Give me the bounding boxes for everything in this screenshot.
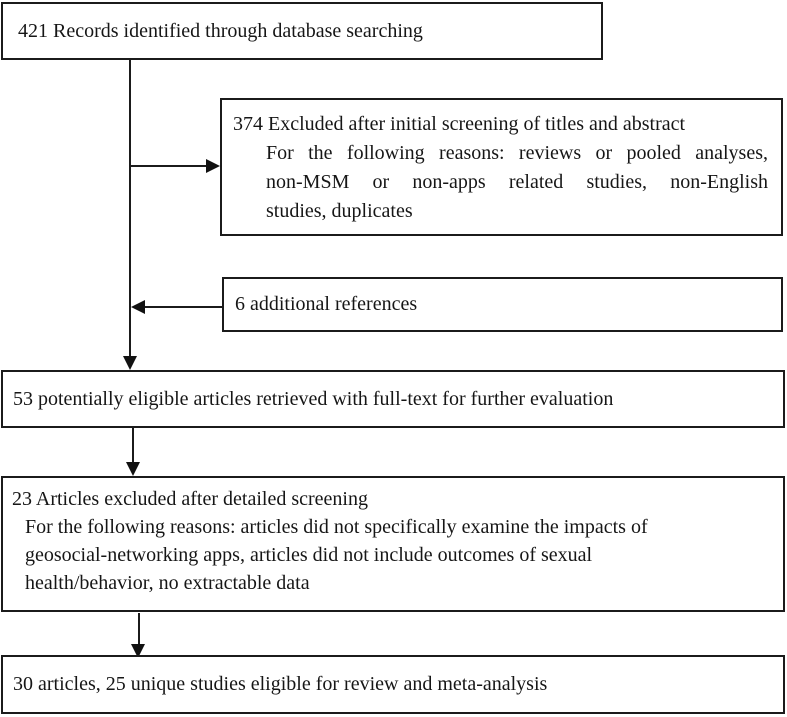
excluded-initial-box: 374 Excluded after initial screening of … [220,98,783,236]
reason-line: health/behavior, no extractable data [25,572,310,594]
arrowhead-into-fulltext-box [123,356,137,370]
records-identified-text: 421 Records identified through database … [18,19,423,42]
reason-line: non-MSM or non-apps related studies, non… [266,171,768,193]
flow-line-fulltext-to-excluded-detailed [132,428,134,462]
flow-line-additional-refs [144,306,222,308]
final-included-box: 30 articles, 25 unique studies eligible … [1,655,785,714]
fulltext-eligible-box: 53 potentially eligible articles retriev… [1,370,785,428]
excluded-initial-reasons: For the following reasons: reviews or po… [266,139,768,226]
additional-references-box: 6 additional references [222,277,783,332]
excluded-detailed-title: 23 Articles excluded after detailed scre… [12,488,368,510]
records-identified-box: 421 Records identified through database … [1,2,603,60]
arrowhead-into-excluded-detailed-box [126,462,140,476]
flow-line-to-final-box [138,613,140,644]
flow-line-records-to-fulltext [129,60,131,356]
final-included-text: 30 articles, 25 unique studies eligible … [13,673,548,695]
fulltext-eligible-text: 53 potentially eligible articles retriev… [13,387,614,410]
excluded-detailed-box: 23 Articles excluded after detailed scre… [1,476,785,612]
excluded-initial-title: 374 Excluded after initial screening of … [233,113,686,135]
reason-line: For the following reasons: articles did … [25,516,648,538]
additional-references-text: 6 additional references [235,293,418,315]
arrowhead-into-final-box [131,644,145,658]
reason-line: geosocial-networking apps, articles did … [25,544,593,566]
reason-line: For the following reasons: reviews or po… [266,142,768,164]
reason-line: studies, duplicates [266,200,413,222]
excluded-detailed-reasons: For the following reasons: articles did … [25,513,775,597]
arrowhead-additional-refs-into-main-line [131,300,145,314]
arrowhead-into-excluded-initial-box [206,159,220,173]
flow-line-to-excluded-initial [129,165,207,167]
